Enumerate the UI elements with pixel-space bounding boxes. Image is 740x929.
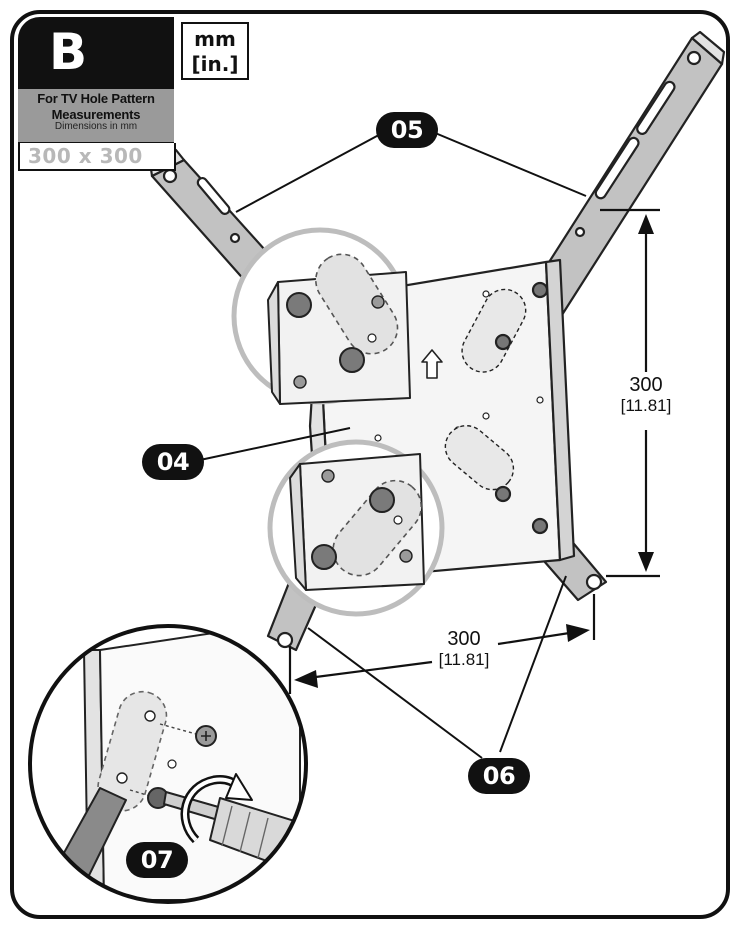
info-title-line2: Measurements	[51, 107, 141, 122]
inset-detail	[28, 624, 308, 904]
unit-primary: mm	[194, 27, 236, 51]
pattern-box: 300 x 300	[18, 143, 176, 171]
dimension-horizontal-inches: [11.81]	[438, 650, 490, 669]
dimension-vertical	[600, 208, 660, 578]
hole-pattern-info: For TV Hole Pattern Measurements Dimensi…	[18, 89, 174, 144]
callout-short-arms: 06	[468, 758, 530, 794]
dimension-horizontal-label: 300 [11.81]	[424, 628, 504, 670]
step-header: B	[18, 17, 174, 89]
dimension-vertical-label: 300 [11.81]	[608, 374, 684, 416]
unit-secondary: [in.]	[191, 52, 239, 76]
callout-plate: 04	[142, 444, 204, 480]
dimension-vertical-inches: [11.81]	[620, 396, 672, 415]
step-letter: B	[48, 23, 88, 81]
info-subtitle: Dimensions in mm	[54, 121, 138, 132]
dimension-vertical-value: 300	[629, 374, 663, 396]
pattern-value: 300 x 300	[28, 144, 143, 168]
info-title-line1: For TV Hole Pattern	[37, 91, 155, 106]
arm-upper-right	[528, 30, 726, 320]
dimension-horizontal-value: 300	[447, 628, 481, 650]
dimension-horizontal	[288, 594, 596, 694]
callout-arms: 05	[376, 112, 438, 148]
detail-lens-lower	[267, 439, 445, 617]
units-legend: mm [in.]	[181, 22, 249, 80]
detail-lens-upper	[231, 227, 411, 405]
callout-screw: 07	[126, 842, 188, 878]
